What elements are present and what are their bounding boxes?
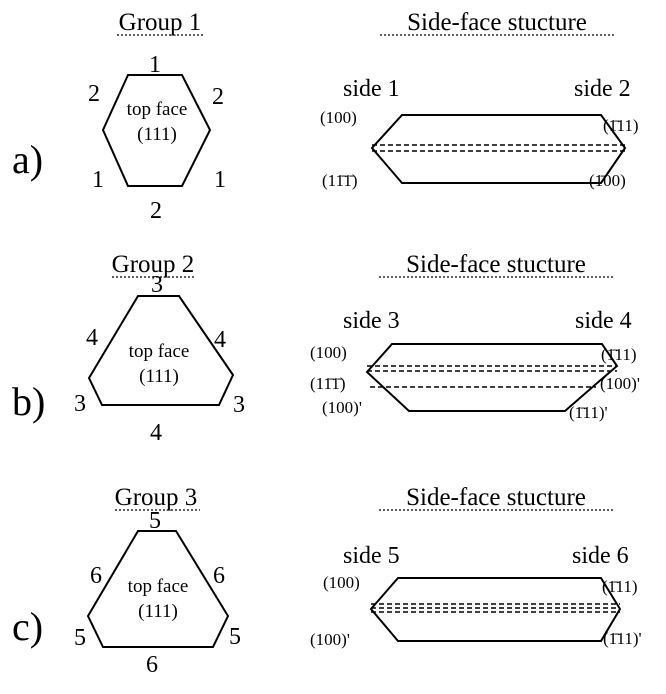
edge-label-bottom: 4 bbox=[150, 420, 162, 446]
edge-label-upper-right: 6 bbox=[213, 563, 225, 589]
row-label: c) bbox=[12, 604, 43, 649]
face-index: (111) bbox=[137, 124, 177, 145]
top-face-hexagon bbox=[101, 74, 212, 187]
row-label: b) bbox=[12, 379, 45, 424]
miller-index: (1̄11) bbox=[603, 116, 639, 135]
row-b: Group 2 Side-face stucture b) top face (… bbox=[12, 251, 640, 446]
row-label: a) bbox=[12, 137, 43, 182]
edge-label-lower-right: 1 bbox=[214, 167, 226, 193]
side-right-label: side 6 bbox=[572, 543, 629, 569]
side-face-profile bbox=[365, 343, 619, 412]
miller-index: (11̄1̄) bbox=[322, 171, 358, 190]
miller-index: (1̄11) bbox=[601, 345, 637, 364]
edge-label-upper-right: 2 bbox=[212, 84, 224, 110]
miller-index: (100)' bbox=[322, 398, 362, 417]
side-face-profile bbox=[370, 114, 627, 184]
miller-index: (1̄11)' bbox=[569, 403, 608, 422]
structure-title: Side-face stucture bbox=[406, 251, 586, 278]
side-face-profile bbox=[369, 577, 622, 642]
row-c: Group 3 Side-face stucture c) top face (… bbox=[12, 484, 642, 678]
top-face-triangle bbox=[86, 530, 230, 648]
miller-index: (100) bbox=[323, 573, 360, 592]
face-index: (111) bbox=[138, 601, 178, 622]
miller-index: (1̄00) bbox=[589, 171, 626, 190]
edge-label-top: 1 bbox=[149, 52, 161, 78]
edge-label-lower-right: 3 bbox=[233, 392, 245, 418]
face-label: top face bbox=[127, 99, 188, 120]
miller-index: (1̄11) bbox=[602, 577, 638, 596]
edge-label-lower-left: 1 bbox=[92, 167, 104, 193]
edge-label-upper-left: 6 bbox=[90, 563, 102, 589]
face-index: (111) bbox=[139, 366, 179, 387]
top-face-triangle bbox=[87, 295, 235, 406]
miller-index: (11̄1̄) bbox=[310, 374, 346, 393]
side-right-label: side 4 bbox=[575, 308, 632, 334]
edge-label-upper-left: 2 bbox=[88, 81, 100, 107]
miller-index: (1̄11)' bbox=[603, 629, 642, 648]
structure-title: Side-face stucture bbox=[407, 9, 587, 36]
group-title: Group 1 bbox=[119, 9, 202, 36]
side-right-label: side 2 bbox=[574, 76, 631, 102]
miller-index: (100) bbox=[320, 108, 357, 127]
edge-label-upper-left: 4 bbox=[86, 325, 98, 351]
edge-label-top: 3 bbox=[151, 272, 163, 298]
edge-label-bottom: 6 bbox=[146, 652, 158, 678]
group-title: Group 3 bbox=[115, 484, 198, 511]
row-a: Group 1 Side-face stucture a) top face (… bbox=[12, 9, 639, 224]
edge-label-lower-left: 3 bbox=[74, 391, 86, 417]
miller-index: (100)' bbox=[310, 630, 350, 649]
edge-label-lower-right: 5 bbox=[229, 624, 241, 650]
side-left-label: side 5 bbox=[343, 543, 400, 569]
face-label: top face bbox=[128, 576, 189, 597]
edge-label-upper-right: 4 bbox=[214, 327, 226, 353]
structure-title: Side-face stucture bbox=[406, 484, 586, 511]
edge-label-top: 5 bbox=[149, 508, 161, 534]
edge-label-lower-left: 5 bbox=[74, 625, 86, 651]
side-left-label: side 1 bbox=[343, 76, 400, 102]
face-label: top face bbox=[129, 341, 190, 362]
miller-index: (100) bbox=[310, 343, 347, 362]
side-left-label: side 3 bbox=[343, 308, 400, 334]
group-title: Group 2 bbox=[112, 251, 195, 278]
edge-label-bottom: 2 bbox=[150, 198, 162, 224]
miller-index: (100)' bbox=[600, 374, 640, 393]
